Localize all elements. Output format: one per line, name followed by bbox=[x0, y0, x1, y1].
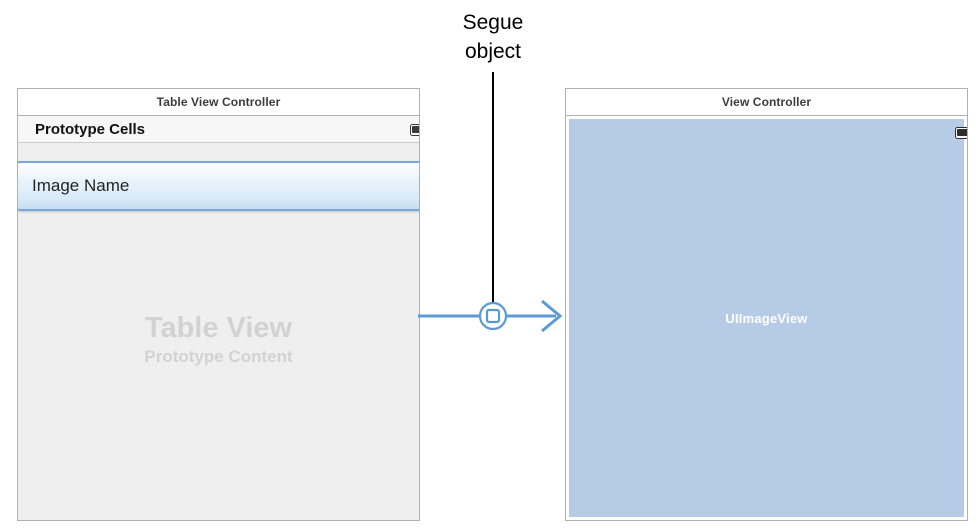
table-view-controller-scene[interactable]: Table View Controller Prototype Cells Im… bbox=[17, 88, 420, 521]
uiimageview[interactable]: UIImageView bbox=[569, 119, 967, 517]
view-controller-title: View Controller bbox=[721, 95, 812, 109]
view-controller-titlebar: View Controller bbox=[566, 89, 967, 116]
segue-connector[interactable] bbox=[418, 292, 568, 340]
prototype-cell[interactable]: Image Name bbox=[18, 161, 419, 211]
table-view-placeholder: Table View Prototype Content bbox=[18, 311, 419, 369]
view-controller-canvas[interactable]: UIImageView bbox=[566, 116, 967, 520]
prototype-cell-label: Image Name bbox=[32, 176, 130, 195]
segue-annotation-line1: Segue bbox=[462, 11, 524, 34]
view-controller-scene[interactable]: View Controller UIImageView bbox=[565, 88, 968, 521]
table-view-controller-title: Table View Controller bbox=[156, 95, 281, 109]
segue-annotation: Segue object bbox=[420, 8, 566, 66]
table-view-controller-titlebar: Table View Controller bbox=[18, 89, 419, 116]
prototype-cells-section-header: Prototype Cells bbox=[18, 116, 419, 143]
table-view-placeholder-subtitle: Prototype Content bbox=[144, 347, 293, 366]
table-view[interactable]: Prototype Cells Image Name Table View Pr… bbox=[18, 116, 419, 520]
segue-annotation-line2: object bbox=[464, 40, 522, 63]
uiimageview-label: UIImageView bbox=[725, 310, 808, 326]
prototype-cells-label: Prototype Cells bbox=[35, 120, 146, 138]
segue-arrow-graphic bbox=[418, 299, 563, 333]
table-view-placeholder-title: Table View bbox=[144, 312, 293, 344]
segue-leader-line bbox=[492, 72, 494, 306]
